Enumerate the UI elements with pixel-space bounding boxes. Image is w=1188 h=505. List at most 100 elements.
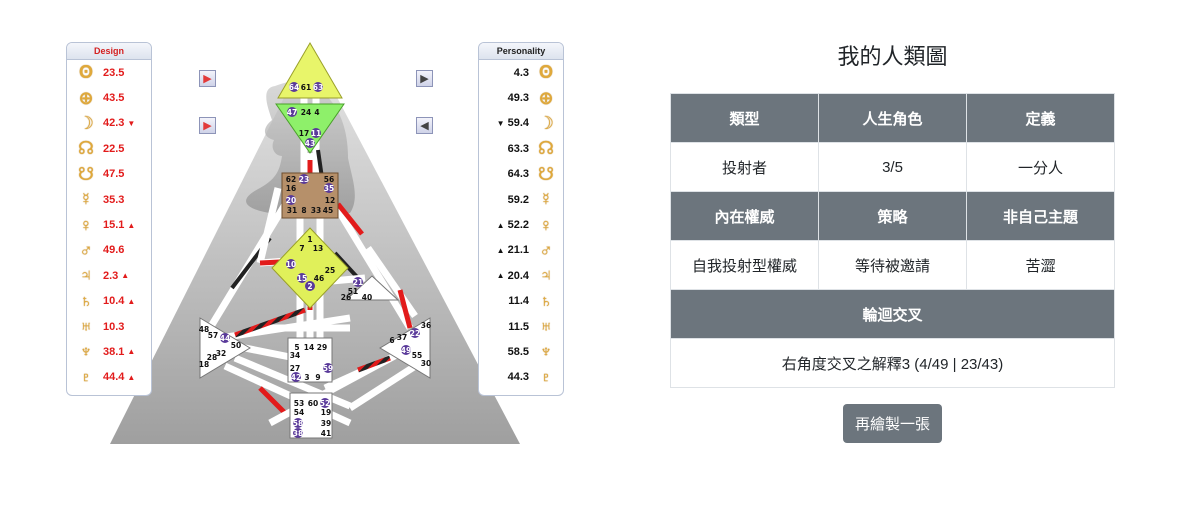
personality-arrow-bottom-icon[interactable]: ◀ — [416, 117, 433, 134]
gate-28: 28 — [207, 353, 217, 362]
planet-gate-value: 64.3 — [507, 168, 529, 181]
incarnation-cross-header: 輪迴交叉 — [670, 289, 1115, 339]
mercury-icon: ☿ — [539, 189, 553, 210]
gate-30: 30 — [421, 359, 431, 368]
gate-45: 45 — [323, 206, 333, 215]
gate-21: 21 — [353, 278, 363, 287]
planet-gate-value: 11.5 — [508, 320, 529, 333]
gate-13: 13 — [313, 244, 323, 253]
gate-51: 51 — [348, 287, 358, 296]
gate-61: 61 — [301, 83, 311, 92]
planet-row: ▼59.4☽ — [479, 111, 563, 136]
planet-gate-value: 43.5 — [103, 92, 125, 105]
fixing-mark: ▲ — [496, 220, 505, 230]
planet-row: 11.5♅ — [479, 314, 563, 339]
gate-53: 53 — [294, 399, 304, 408]
moon-icon: ☽ — [77, 112, 95, 133]
table-row: 輪迴交叉 — [670, 289, 1115, 339]
gate-32: 32 — [216, 349, 226, 358]
fixing-mark: ▼ — [127, 118, 136, 128]
not-self-header: 非自己主題 — [966, 191, 1115, 241]
gate-20: 20 — [286, 196, 296, 205]
g-center — [271, 227, 349, 309]
head-gates: 64 61 63 — [289, 82, 323, 92]
uranus-icon: ♅ — [79, 316, 93, 337]
jupiter-icon: ♃ — [79, 265, 93, 286]
gate-33: 33 — [311, 206, 321, 215]
type-value: 投射者 — [670, 142, 819, 192]
gate-48: 48 — [199, 325, 209, 334]
planet-gate-value: 44.3 — [507, 371, 529, 384]
planet-row: ♀15.1▲ — [67, 212, 151, 237]
planet-gate-value: 15.1 — [103, 219, 125, 232]
fixing-mark: ▲ — [496, 271, 505, 281]
earth-icon: ⊕ — [538, 87, 554, 108]
table-row: 自我投射型權威 等待被邀請 苦澀 — [670, 240, 1115, 290]
planet-gate-value: 4.3 — [513, 66, 529, 79]
profile-value: 3/5 — [818, 142, 967, 192]
gate-56: 56 — [324, 175, 334, 184]
sacral-gates: 5 14 29 34 27 42 3 9 59 — [290, 343, 333, 382]
ego-gates: 21 51 26 40 — [341, 277, 372, 302]
fixing-mark: ▲ — [496, 245, 505, 255]
gate-6: 6 — [389, 336, 394, 345]
incarnation-cross-value: 右角度交叉之解釋3 (4/49 | 23/43) — [670, 338, 1115, 388]
gate-29: 29 — [317, 343, 327, 352]
gate-60: 60 — [308, 399, 318, 408]
gate-18: 18 — [199, 360, 209, 369]
ajna-gates: 47 24 4 17 11 43 — [287, 107, 321, 148]
gate-57: 57 — [208, 331, 218, 340]
fixing-mark: ▲ — [127, 347, 136, 357]
gate-52: 52 — [320, 399, 330, 408]
planet-row: ⊕43.5 — [67, 85, 151, 110]
gate-31: 31 — [287, 206, 297, 215]
definition-value: 一分人 — [966, 142, 1115, 192]
planet-row: 63.3☊ — [479, 136, 563, 161]
saturn-icon: ♄ — [79, 290, 93, 311]
planet-gate-value: 44.4 — [103, 371, 125, 384]
planet-row: ▲21.1♂ — [479, 238, 563, 263]
gate-40: 40 — [362, 293, 372, 302]
mercury-icon: ☿ — [79, 189, 93, 210]
planet-row: ☽42.3▼ — [67, 111, 151, 136]
planet-row: 58.5♆ — [479, 339, 563, 364]
planet-row: ♃2.3▲ — [67, 263, 151, 288]
gate-50: 50 — [231, 341, 241, 350]
page-title: 我的人類圖 — [837, 44, 948, 69]
planet-gate-value: 47.5 — [103, 168, 125, 181]
gate-24: 24 — [301, 108, 311, 117]
gate-27: 27 — [290, 364, 300, 373]
planet-gate-value: 52.2 — [507, 219, 529, 232]
gate-25: 25 — [325, 266, 335, 275]
spleen-gates: 48 57 44 50 32 28 18 — [199, 325, 241, 369]
planet-row: ♄10.4▲ — [67, 289, 151, 314]
planet-row: ♂49.6 — [67, 238, 151, 263]
planet-row: 11.4♄ — [479, 289, 563, 314]
strategy-header: 策略 — [818, 191, 967, 241]
planet-row: ♆38.1▲ — [67, 339, 151, 364]
south-node-icon: ☋ — [538, 163, 554, 184]
table-row: 內在權威 策略 非自己主題 — [670, 191, 1115, 241]
personality-arrow-top-icon[interactable]: ▶ — [416, 70, 433, 87]
planet-gate-value: 59.2 — [507, 193, 529, 206]
redraw-button[interactable]: 再繪製一張 — [842, 404, 942, 443]
gate-19: 19 — [321, 408, 331, 417]
planet-row: ▲52.2♀ — [479, 212, 563, 237]
g-gates: 1 7 13 10 15 2 46 25 — [286, 235, 335, 291]
gate-26: 26 — [341, 293, 351, 302]
design-arrow-bottom-icon[interactable]: ▶ — [199, 117, 216, 134]
table-row: 投射者 3/5 一分人 — [670, 142, 1115, 192]
north-node-icon: ☊ — [538, 138, 554, 159]
fixing-mark: ▲ — [127, 220, 136, 230]
gate-17: 17 — [299, 129, 309, 138]
gate-38: 38 — [293, 429, 303, 438]
gate-43: 43 — [305, 139, 315, 148]
planet-gate-value: 58.5 — [507, 345, 529, 358]
planet-gate-value: 10.4 — [103, 295, 125, 308]
solar-plexus-gates: 36 6 37 22 49 55 30 — [389, 321, 431, 368]
design-arrow-top-icon[interactable]: ▶ — [199, 70, 216, 87]
authority-header: 內在權威 — [670, 191, 819, 241]
planet-gate-value: 49.3 — [507, 92, 529, 105]
